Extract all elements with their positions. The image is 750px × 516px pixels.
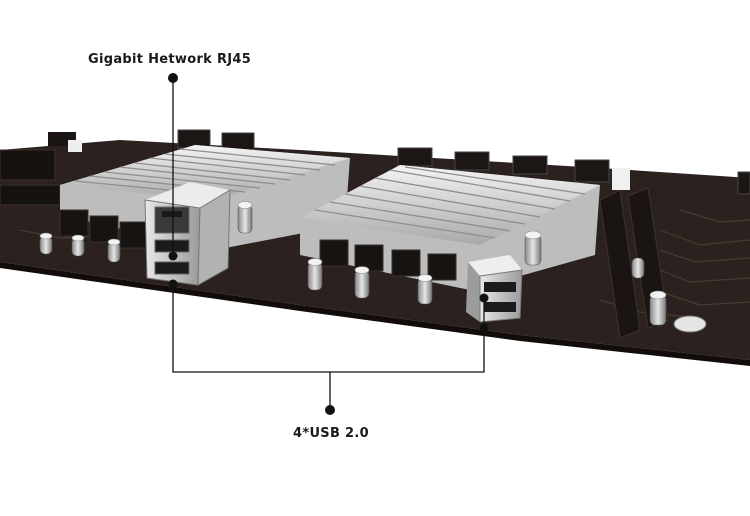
usb-callout-label: 4*USB 2.0 — [293, 426, 369, 441]
usb-callout-dot-left — [168, 279, 178, 289]
rj45-callout-label: Gigabit Hetwork RJ45 — [88, 52, 252, 67]
usb-callout-dot-bottom — [325, 405, 335, 415]
usb-port-1 — [154, 239, 190, 253]
usb-port-2 — [154, 261, 190, 275]
rj45-socket — [154, 206, 190, 234]
callout-dots — [168, 73, 489, 415]
rj45-callout-dot-top — [168, 73, 178, 83]
usb-callout-dot-right-bottom — [479, 323, 489, 333]
usb-port-stack-right — [466, 255, 523, 323]
top-connectors — [177, 129, 750, 195]
callout-lines — [172, 77, 485, 410]
usb-port-4 — [484, 302, 516, 312]
pcb-traces — [19, 209, 750, 319]
small-white-part — [68, 140, 82, 152]
usb-callout-dot-right-top — [479, 293, 489, 303]
mosfet-row-left — [59, 209, 149, 249]
capacitor-caps — [39, 201, 667, 300]
rj45-usb-port-stack — [144, 182, 231, 286]
usb-port-3 — [484, 282, 516, 292]
chip-left-top — [0, 149, 56, 181]
rj45-callout-dot-port — [168, 251, 178, 261]
chip-left-mid — [0, 184, 61, 206]
fan-header-round — [673, 315, 707, 333]
capacitors — [39, 204, 667, 326]
pcb-edge — [0, 262, 750, 366]
mosfet-row-center — [319, 239, 457, 281]
